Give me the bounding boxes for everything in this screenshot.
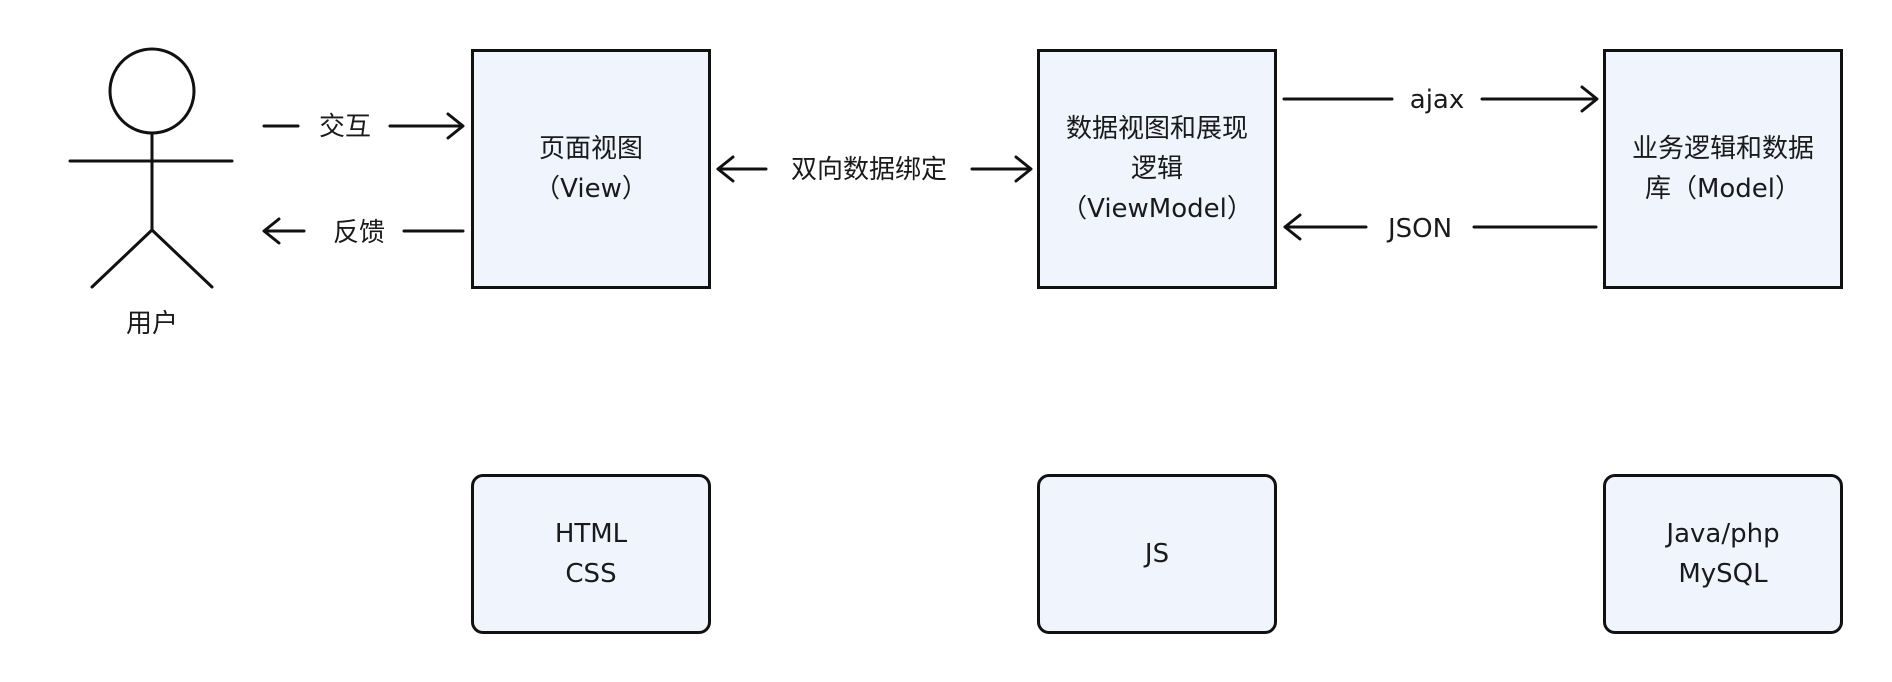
binding-label: 双向数据绑定 — [790, 155, 948, 185]
view-box-line: （View） — [534, 174, 648, 204]
binding-arrow — [716, 155, 1033, 183]
view-box-line: 页面视图 — [538, 134, 643, 164]
feedback-label: 反馈 — [332, 218, 386, 248]
model-tech-line: MySQL — [1678, 559, 1768, 589]
model-box: 业务逻辑和数据 库（Model） — [1603, 49, 1843, 289]
model-tech-box: Java/php MySQL — [1603, 474, 1843, 634]
ajax-arrow — [1282, 85, 1599, 113]
viewmodel-tech-box: JS — [1037, 474, 1277, 634]
view-tech-line: HTML — [554, 519, 628, 549]
viewmodel-box-line: 数据视图和展现 — [1065, 114, 1248, 144]
model-box-line: 业务逻辑和数据 — [1631, 134, 1814, 164]
viewmodel-box-line: （ViewModel） — [1061, 194, 1253, 224]
view-box: 页面视图 （View） — [471, 49, 711, 289]
model-tech-line: Java/php — [1666, 519, 1780, 549]
model-box-line: 库（Model） — [1644, 174, 1802, 204]
user-figure-icon — [68, 47, 234, 289]
user-label: 用户 — [125, 309, 179, 339]
json-label: JSON — [1387, 214, 1453, 244]
view-tech-box: HTML CSS — [471, 474, 711, 634]
feedback-arrow — [262, 217, 465, 245]
viewmodel-box: 数据视图和展现 逻辑 （ViewModel） — [1037, 49, 1277, 289]
interact-label: 交互 — [318, 112, 372, 142]
interact-arrow — [262, 112, 465, 140]
viewmodel-tech-line: JS — [1144, 539, 1170, 569]
json-arrow — [1283, 213, 1598, 241]
viewmodel-box-line: 逻辑 — [1130, 154, 1183, 184]
view-tech-line: CSS — [565, 559, 617, 589]
ajax-label: ajax — [1409, 85, 1465, 115]
